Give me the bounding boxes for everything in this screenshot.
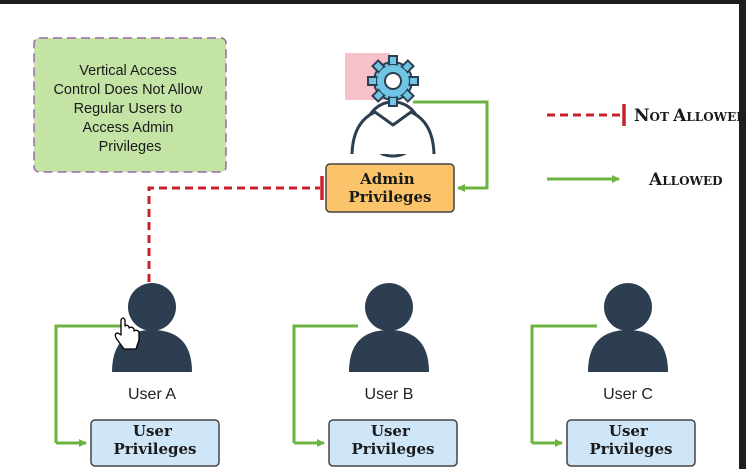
user-b-privileges-box: User Privileges [328, 419, 458, 467]
user-privileges-label: User Privileges [589, 422, 672, 458]
user-c-allowed-arrow [530, 324, 597, 443]
admin-privileges-label: Admin Privileges [348, 170, 431, 206]
user-b-allowed-arrow [292, 324, 358, 443]
user-a-name: User A [128, 386, 176, 403]
note-line: Vertical Access [79, 63, 177, 79]
gear-icon [367, 55, 419, 107]
note-callout: Vertical Access Control Does Not Allow R… [33, 37, 227, 173]
user-privileges-label: User Privileges [351, 422, 434, 458]
user-c-privileges-box: User Privileges [566, 419, 696, 467]
legend-allowed: ALLOWED [547, 170, 723, 190]
note-line: Control Does Not Allow [53, 82, 203, 98]
hand-cursor-icon [114, 317, 140, 350]
user-b-group: User B User Privileges [292, 283, 458, 467]
user-person-icon [588, 283, 668, 372]
note-line: Access Admin [82, 120, 173, 136]
legend: NOT ALLOWED ALLOWED [547, 104, 746, 190]
legend-not-allowed: NOT ALLOWED [547, 104, 746, 126]
legend-not-allowed-label: NOT ALLOWED [634, 106, 746, 126]
note-line: Regular Users to [74, 101, 183, 117]
user-privileges-label: User Privileges [113, 422, 196, 458]
user-a-not-allowed-path [147, 176, 324, 282]
user-person-icon [349, 283, 429, 372]
user-c-name: User C [603, 386, 653, 403]
user-a-group: User A User Privileges [54, 283, 220, 467]
note-line: Privileges [99, 139, 162, 155]
user-c-group: User C User Privileges [530, 283, 696, 467]
user-a-allowed-arrow [54, 324, 121, 443]
admin-allowed-arrow [413, 100, 489, 192]
legend-allowed-label: ALLOWED [648, 170, 723, 190]
user-b-name: User B [365, 386, 414, 403]
note-text: Vertical Access Control Does Not Allow R… [53, 63, 206, 155]
user-a-privileges-box: User Privileges [90, 419, 220, 467]
admin-privileges-box: Admin Privileges [325, 163, 455, 213]
